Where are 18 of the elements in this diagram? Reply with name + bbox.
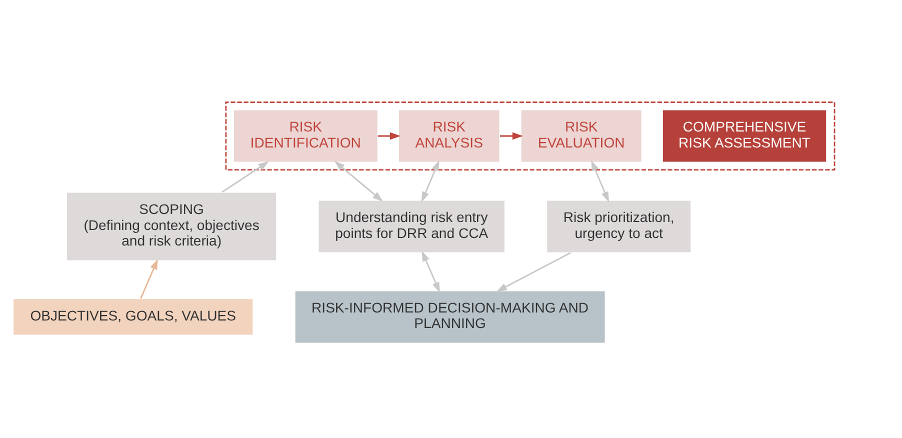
arrow [334, 160, 383, 202]
node-box: Understanding risk entry points for DRR and CCA [318, 200, 506, 254]
node-box: Risk prioritization, urgency to act [546, 200, 692, 254]
node-box: RISK-INFORMED DECISION-MAKING AND PLANNING [294, 290, 606, 344]
node-box: COMPREHENSIVE RISK ASSESSMENT [662, 109, 828, 163]
arrow [500, 132, 523, 140]
node-box: RISK EVALUATION [520, 109, 642, 163]
arrow [378, 132, 401, 140]
node-box: RISK IDENTIFICATION [232, 109, 378, 163]
arrow [496, 252, 571, 292]
arrow [591, 160, 609, 202]
arrow [421, 160, 440, 202]
node-box: OBJECTIVES, GOALS, VALUES [12, 298, 254, 336]
node-box: RISK ANALYSIS [398, 109, 500, 163]
arrow [222, 161, 269, 193]
node-box: SCOPING (Defining context, objectives and risk criteria) [66, 192, 278, 262]
arrow [422, 250, 440, 293]
arrow [140, 258, 158, 299]
